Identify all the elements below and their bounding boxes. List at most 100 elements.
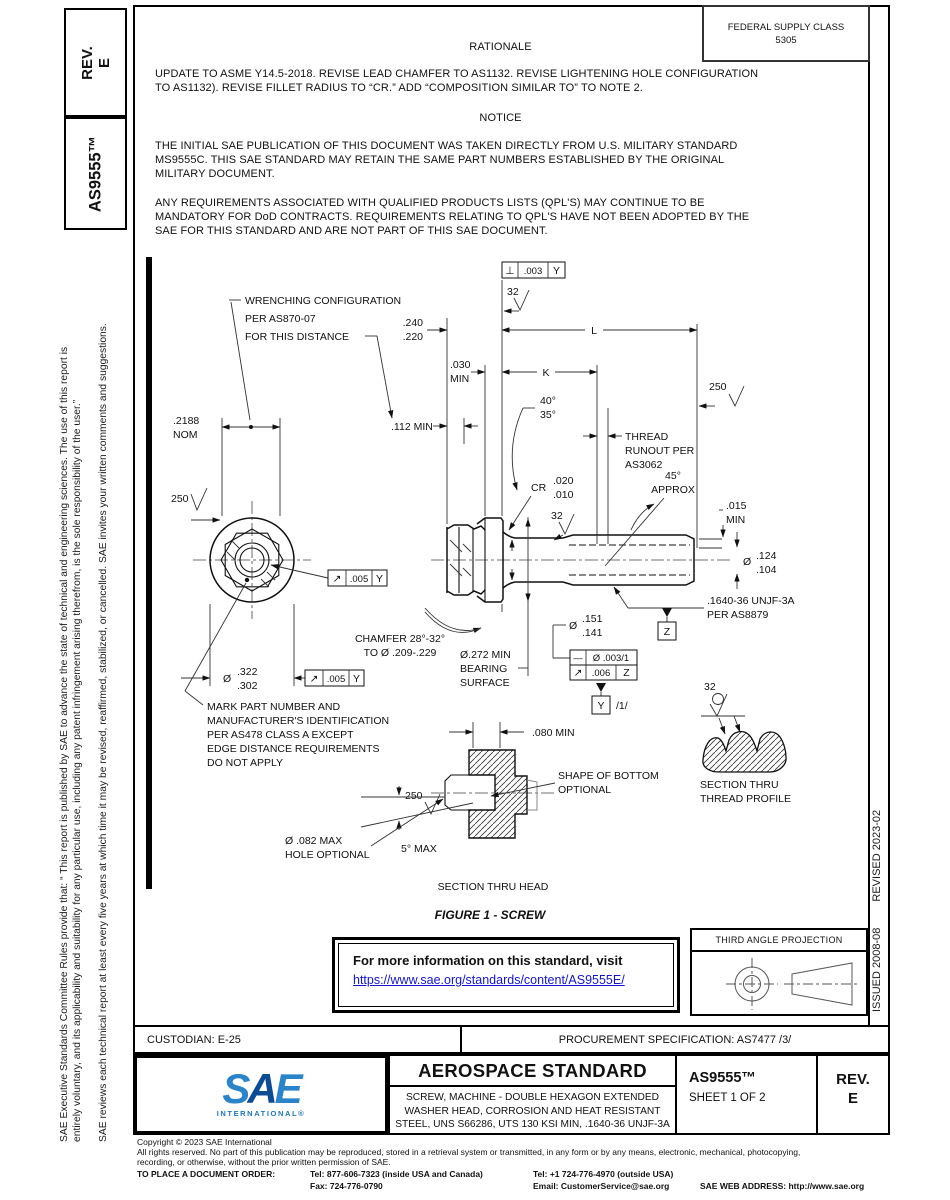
title-cell: AEROSPACE STANDARD SCREW, MACHINE - DOUB… bbox=[390, 1056, 677, 1133]
svg-text:APPROX: APPROX bbox=[651, 484, 695, 496]
standard-link[interactable]: https://www.sae.org/standards/content/AS… bbox=[353, 973, 625, 987]
svg-text:.020: .020 bbox=[553, 475, 574, 487]
svg-text:.141: .141 bbox=[582, 627, 603, 639]
notice-line: MS9555C. THIS SAE STANDARD MAY RETAIN TH… bbox=[155, 154, 725, 166]
revised-date: REVISED 2023-02 bbox=[871, 809, 883, 902]
svg-text:32: 32 bbox=[507, 286, 519, 298]
subtitle-line: SCREW, MACHINE - DOUBLE HEXAGON EXTENDED bbox=[405, 1092, 660, 1103]
notice-paragraph-2: ANY REQUIREMENTS ASSOCIATED WITH QUALIFI… bbox=[155, 196, 860, 238]
rev-value: E bbox=[847, 1090, 858, 1107]
svg-text:FOR THIS DISTANCE: FOR THIS DISTANCE bbox=[245, 331, 349, 343]
document-subtitle: SCREW, MACHINE - DOUBLE HEXAGON EXTENDED… bbox=[390, 1087, 675, 1132]
dim-015-min: .015 MIN bbox=[699, 500, 747, 549]
doc-number-cell: AS9555™ SHEET 1 OF 2 bbox=[677, 1056, 818, 1133]
web-address: SAE WEB ADDRESS: http://www.sae.org bbox=[700, 1181, 865, 1191]
tel-outside-usa: Tel: +1 724-776-4970 (outside USA) bbox=[533, 1169, 674, 1179]
copyright-line: Copyright © 2023 SAE International bbox=[137, 1137, 272, 1147]
notice-line: THE INITIAL SAE PUBLICATION OF THIS DOCU… bbox=[155, 140, 738, 152]
dim-L: L bbox=[501, 325, 698, 337]
svg-text:CR: CR bbox=[531, 482, 547, 494]
svg-text:.006: .006 bbox=[592, 668, 611, 679]
svg-text:L: L bbox=[591, 325, 597, 337]
svg-text:.240: .240 bbox=[403, 317, 424, 329]
svg-text:32: 32 bbox=[551, 510, 563, 522]
rationale-line: TO AS1132). REVISE FILLET RADIUS TO “CR.… bbox=[155, 82, 643, 94]
tel-inside-usa: Tel: 877-606-7323 (inside USA and Canada… bbox=[310, 1169, 483, 1179]
rev-label: REV. bbox=[836, 1071, 870, 1088]
svg-text:SECTION THRU: SECTION THRU bbox=[700, 779, 779, 791]
section-thru-thread-profile: 32 SECTION THRU THREAD PROFILE bbox=[700, 681, 791, 805]
rev-box: REV. E bbox=[64, 8, 127, 117]
svg-text:CHAMFER 28°-32°: CHAMFER 28°-32° bbox=[355, 633, 445, 645]
svg-text:40°: 40° bbox=[540, 395, 556, 407]
sae-logo-text: SAE bbox=[222, 1065, 302, 1112]
svg-text:.080 MIN: .080 MIN bbox=[532, 727, 575, 739]
thread-runout-note: THREAD RUNOUT PER AS3062 bbox=[583, 431, 695, 471]
svg-text:.003: .003 bbox=[524, 266, 543, 277]
svg-text:Ø .082 MAX: Ø .082 MAX bbox=[285, 835, 342, 847]
svg-text:EDGE DISTANCE REQUIREMENTS: EDGE DISTANCE REQUIREMENTS bbox=[207, 743, 380, 755]
subtitle-line: WASHER HEAD, CORROSION AND HEAT RESISTAN… bbox=[404, 1105, 661, 1117]
fcf-runout-005-upper: ↗ .005 Y bbox=[270, 564, 388, 587]
svg-text:PER AS478 CLASS A EXCEPT: PER AS478 CLASS A EXCEPT bbox=[207, 729, 354, 741]
svg-text:Z: Z bbox=[623, 667, 630, 679]
svg-text:Ø .003/1: Ø .003/1 bbox=[593, 653, 629, 664]
more-info-box: For more information on this standard, v… bbox=[332, 937, 680, 1013]
figure-caption: FIGURE 1 - SCREW bbox=[435, 908, 547, 922]
svg-text:.005: .005 bbox=[327, 674, 346, 685]
fsc-label: FEDERAL SUPPLY CLASS bbox=[727, 22, 845, 33]
svg-text:45°: 45° bbox=[665, 470, 681, 482]
legal-line: SAE Executive Standards Committee Rules … bbox=[59, 346, 70, 1142]
order-label: TO PLACE A DOCUMENT ORDER: bbox=[137, 1169, 276, 1179]
figure-1-screw-drawing: .dim{stroke:#333;stroke-width:0.9;fill:n… bbox=[146, 257, 795, 922]
custodian-row: CUSTODIAN: E-25 PROCUREMENT SPECIFICATIO… bbox=[133, 1025, 890, 1054]
bearing-surface-note: Ø.272 MIN BEARING SURFACE bbox=[460, 517, 531, 689]
notice-line: MANDATORY FOR DoD CONTRACTS. REQUIREMENT… bbox=[155, 211, 750, 223]
surface-finish-250-left: 250 bbox=[171, 487, 221, 523]
svg-text:32: 32 bbox=[704, 681, 716, 693]
subtitle-line: STEEL, UNS S66286, UTS 130 KSI MIN, .164… bbox=[395, 1119, 670, 1130]
svg-text:SURFACE: SURFACE bbox=[460, 677, 510, 689]
sidebar-legal-paragraph-2: SAE reviews each technical report at lea… bbox=[97, 257, 110, 1142]
svg-text:SHAPE OF BOTTOM: SHAPE OF BOTTOM bbox=[558, 770, 659, 782]
federal-supply-class-box: FEDERAL SUPPLY CLASS 5305 bbox=[702, 5, 870, 62]
svg-text:.302: .302 bbox=[237, 680, 258, 692]
svg-text:Y: Y bbox=[376, 573, 383, 585]
svg-text:.151: .151 bbox=[582, 613, 603, 625]
legal-line: SAE reviews each technical report at lea… bbox=[98, 323, 109, 1142]
svg-text:.322: .322 bbox=[237, 666, 258, 678]
svg-text:5° MAX: 5° MAX bbox=[401, 843, 437, 855]
svg-text:Y: Y bbox=[553, 265, 560, 277]
svg-text:.005: .005 bbox=[350, 574, 369, 585]
svg-text:Ø: Ø bbox=[743, 556, 751, 568]
fsc-value: 5305 bbox=[775, 35, 797, 46]
dim-322-302: Ø .322 .302 ↗ .005 Y bbox=[181, 604, 365, 692]
projection-title: THIRD ANGLE PROJECTION bbox=[692, 930, 866, 952]
svg-text:TO Ø .209-.229: TO Ø .209-.229 bbox=[364, 647, 437, 659]
rationale-line: UPDATE TO ASME Y14.5-2018. REVISE LEAD C… bbox=[155, 68, 759, 80]
extension-lines bbox=[446, 280, 698, 612]
document-type-title: AEROSPACE STANDARD bbox=[390, 1056, 675, 1087]
svg-text:Y: Y bbox=[353, 673, 360, 685]
svg-text:250: 250 bbox=[171, 493, 189, 505]
fold-bar bbox=[146, 257, 152, 889]
svg-text:↗: ↗ bbox=[333, 573, 342, 585]
svg-text:AS3062: AS3062 bbox=[625, 459, 663, 471]
notice-line: ANY REQUIREMENTS ASSOCIATED WITH QUALIFI… bbox=[155, 197, 705, 209]
notice-line: MILITARY DOCUMENT. bbox=[155, 168, 275, 180]
end-view bbox=[193, 501, 311, 619]
svg-text:Ø: Ø bbox=[223, 673, 231, 685]
svg-text:.2188: .2188 bbox=[173, 415, 199, 427]
dim-112-min: .112 MIN bbox=[391, 421, 478, 433]
svg-text:.030: .030 bbox=[450, 359, 471, 371]
svg-text:.1640-36 UNJF-3A: .1640-36 UNJF-3A bbox=[707, 595, 795, 607]
custodian-cell: CUSTODIAN: E-25 bbox=[135, 1027, 462, 1052]
legal-line: entirely voluntary, and its applicabilit… bbox=[72, 399, 83, 1142]
svg-text:Z: Z bbox=[664, 626, 671, 638]
mark-part-number-note: MARK PART NUMBER AND MANUFACTURER'S IDEN… bbox=[184, 582, 389, 769]
issue-revision-strip: ISSUED 2008-08 REVISED 2023-02 bbox=[871, 642, 884, 1012]
svg-text:SECTION THRU HEAD: SECTION THRU HEAD bbox=[438, 881, 549, 893]
svg-text:↗: ↗ bbox=[574, 667, 583, 679]
sheet-number: SHEET 1 OF 2 bbox=[689, 1092, 766, 1104]
